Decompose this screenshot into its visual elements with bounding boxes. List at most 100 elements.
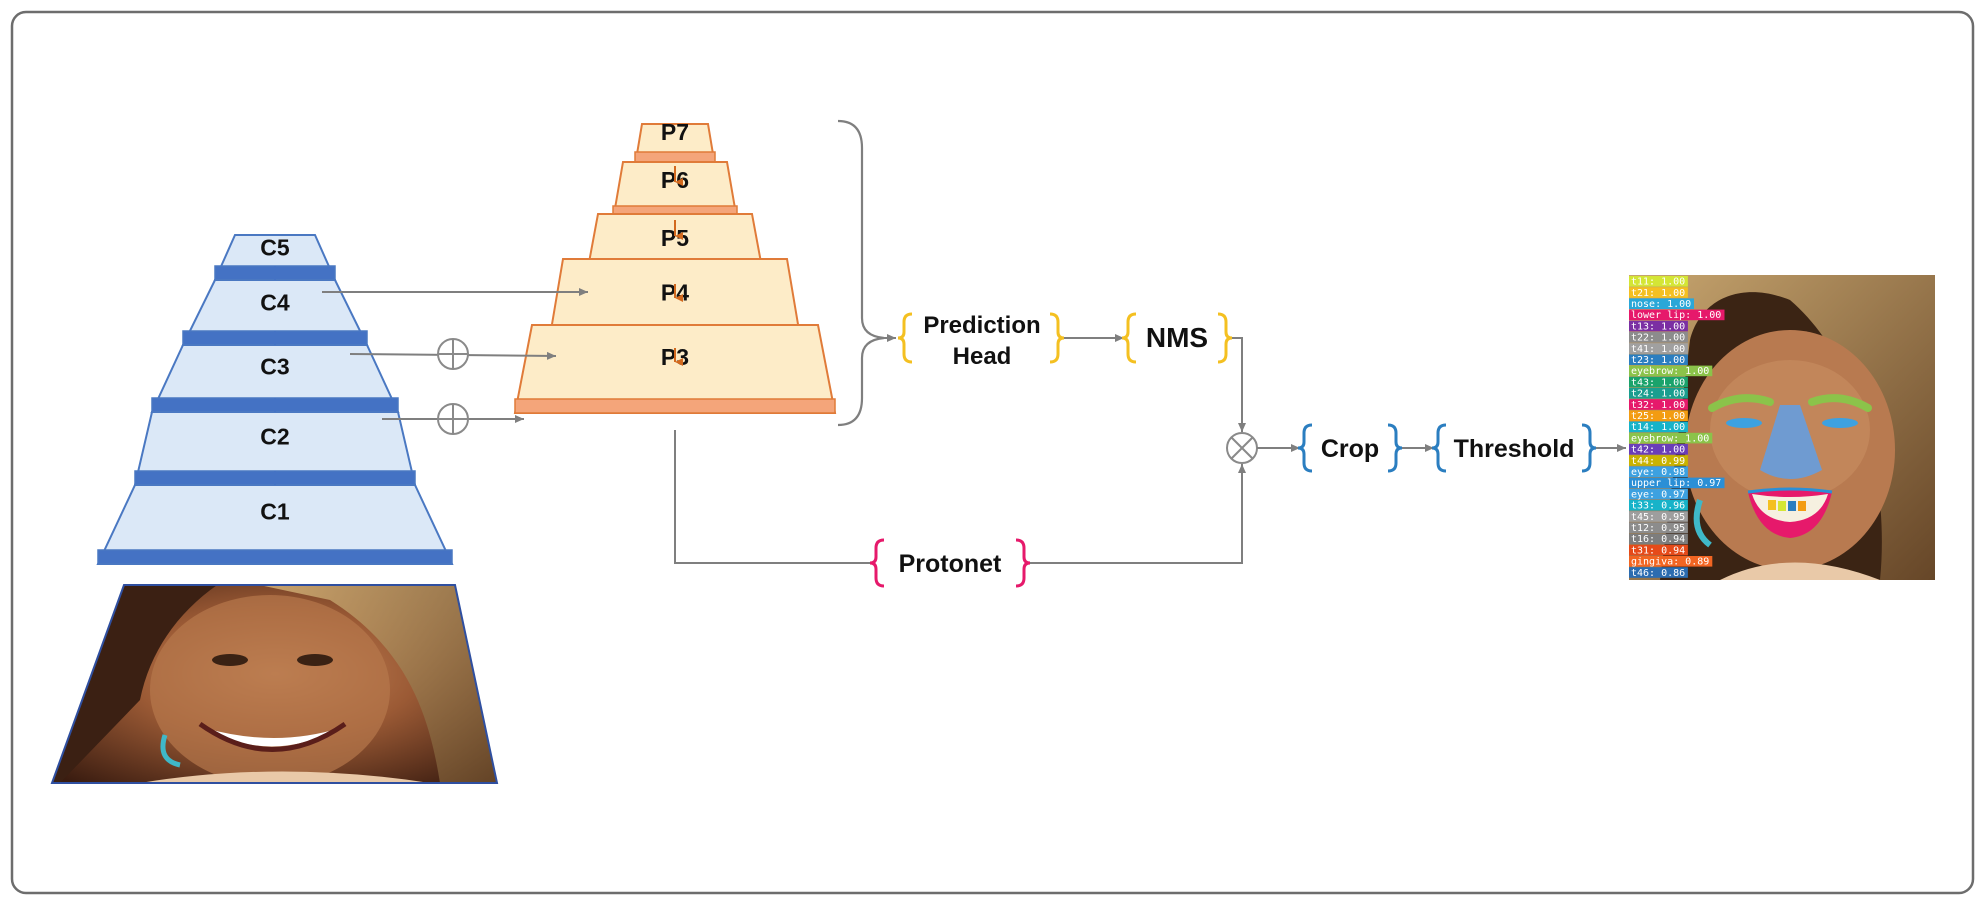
detection-tag-text: t33: 0.96 [1631, 501, 1685, 512]
detection-tag: t24: 1.00 [1629, 388, 1688, 400]
detection-tag: t12: 0.95 [1629, 522, 1688, 534]
detection-tag: eyebrow: 1.00 [1629, 432, 1713, 444]
diagram-frame [10, 10, 1975, 895]
backbone-label-c1: C1 [260, 499, 290, 525]
detection-tag: lower lip: 1.00 [1629, 309, 1725, 321]
left-brace [897, 312, 913, 364]
detection-tag-text: t32: 1.00 [1631, 400, 1685, 411]
detection-tag: gingiva: 0.89 [1629, 556, 1713, 568]
plus-circle-icon [437, 338, 469, 370]
detection-tag: eye: 0.97 [1629, 488, 1688, 500]
threshold-module: Threshold [1431, 423, 1597, 473]
detection-tag-text: t22: 1.00 [1631, 333, 1685, 344]
backbone-feature-bar [97, 549, 453, 565]
right-brace [1387, 423, 1403, 473]
detection-tag-text: t41: 1.00 [1631, 344, 1685, 355]
backbone-label-c3: C3 [260, 354, 289, 380]
detection-tag-text: t16: 0.94 [1631, 534, 1685, 545]
crop-module: Crop [1297, 423, 1403, 473]
detection-tag-text: t44: 0.99 [1631, 456, 1685, 467]
detection-tag-text: lower lip: 1.00 [1631, 310, 1721, 321]
detection-tag-text: eye: 0.97 [1631, 489, 1685, 500]
detection-tag: t14: 1.00 [1629, 421, 1688, 433]
input-image-border [50, 584, 499, 784]
detection-tag-text: nose: 1.00 [1631, 299, 1691, 310]
arrow-p3-to-protonet [674, 430, 872, 564]
arrow-nms-to-multiply [1232, 337, 1246, 432]
detection-tag-text: t13: 1.00 [1631, 321, 1685, 332]
detection-tag: t25: 1.00 [1629, 410, 1688, 422]
threshold-label: Threshold [1454, 435, 1575, 463]
crop-label: Crop [1321, 435, 1379, 463]
right-brace [1015, 538, 1031, 588]
backbone-label-c5: C5 [260, 235, 290, 261]
detection-tag: t45: 0.95 [1629, 511, 1688, 523]
backbone-label-c4: C4 [260, 290, 290, 316]
fpn-label-p7: P7 [661, 119, 689, 145]
right-brace [1049, 312, 1065, 364]
detection-tag: eyebrow: 1.00 [1629, 365, 1713, 377]
detection-tag: t41: 1.00 [1629, 343, 1688, 355]
detection-tag-text: t14: 1.00 [1631, 422, 1685, 433]
detection-tag-text: t42: 1.00 [1631, 445, 1685, 456]
detection-tag: t46: 0.86 [1629, 567, 1688, 579]
detection-tag-text: t24: 1.00 [1631, 389, 1685, 400]
detection-tag: t31: 0.94 [1629, 544, 1688, 556]
input-face-image [52, 585, 497, 783]
arrow-protonet-to-multiply [1030, 464, 1246, 564]
detection-tag-text: t21: 1.00 [1631, 288, 1685, 299]
nms-module: NMS [1121, 312, 1233, 364]
left-brace [1121, 312, 1137, 364]
detection-tag-text: t45: 0.95 [1631, 512, 1685, 523]
detection-tag: t33: 0.96 [1629, 500, 1688, 512]
right-brace [1581, 423, 1597, 473]
fpn-outputs-brace [837, 119, 885, 427]
detection-tag-text: t23: 1.00 [1631, 355, 1685, 366]
detection-tag-text: eye: 0.98 [1631, 467, 1685, 478]
detection-tag-text: upper lip: 0.97 [1631, 478, 1721, 489]
detection-tag: t23: 1.00 [1629, 354, 1688, 366]
backbone-label-c2: C2 [260, 424, 289, 450]
detection-tag-text: t43: 1.00 [1631, 377, 1685, 388]
fpn-level-p3 [513, 324, 837, 414]
left-brace [869, 538, 885, 588]
plus-circle-icon [437, 403, 469, 435]
detection-tag: t43: 1.00 [1629, 376, 1688, 388]
detection-tag-text: t12: 0.95 [1631, 523, 1685, 534]
prediction-head-label-line2: Head [953, 343, 1012, 370]
detection-tag: t21: 1.00 [1629, 287, 1688, 299]
detection-tag: eye: 0.98 [1629, 466, 1688, 478]
detection-tag: t16: 0.94 [1629, 533, 1688, 545]
backbone-level-c1 [96, 484, 454, 565]
detection-tag: t13: 1.00 [1629, 320, 1688, 332]
detection-tag-text: gingiva: 0.89 [1631, 557, 1709, 568]
detection-tag-text: t25: 1.00 [1631, 411, 1685, 422]
detection-tag: nose: 1.00 [1629, 298, 1694, 310]
detection-tag-text: t46: 0.86 [1631, 568, 1685, 579]
prediction-head-module: Prediction Head [897, 312, 1065, 370]
detection-tag: upper lip: 0.97 [1629, 477, 1725, 489]
nms-label: NMS [1146, 322, 1208, 353]
left-brace [1431, 423, 1447, 473]
detection-tag: t44: 0.99 [1629, 455, 1688, 467]
prediction-head-label-line1: Prediction [923, 312, 1040, 339]
detection-tag-text: eyebrow: 1.00 [1631, 433, 1709, 444]
detection-tag: t22: 1.00 [1629, 332, 1688, 344]
left-brace [1297, 423, 1313, 473]
detection-tag: t32: 1.00 [1629, 399, 1688, 411]
protonet-module: Protonet [869, 538, 1031, 588]
detection-tag-text: eyebrow: 1.00 [1631, 366, 1709, 377]
multiply-circle-icon [1226, 432, 1258, 464]
detection-tag: t42: 1.00 [1629, 444, 1688, 456]
detection-tag-text: t31: 0.94 [1631, 545, 1685, 556]
backbone-level-c5 [213, 234, 337, 281]
protonet-label: Protonet [899, 550, 1002, 578]
fpn-feature-bar [514, 398, 836, 414]
detection-tag: t11: 1.00 [1629, 276, 1688, 288]
detection-tag-text: t11: 1.00 [1631, 277, 1685, 288]
right-brace [1217, 312, 1233, 364]
